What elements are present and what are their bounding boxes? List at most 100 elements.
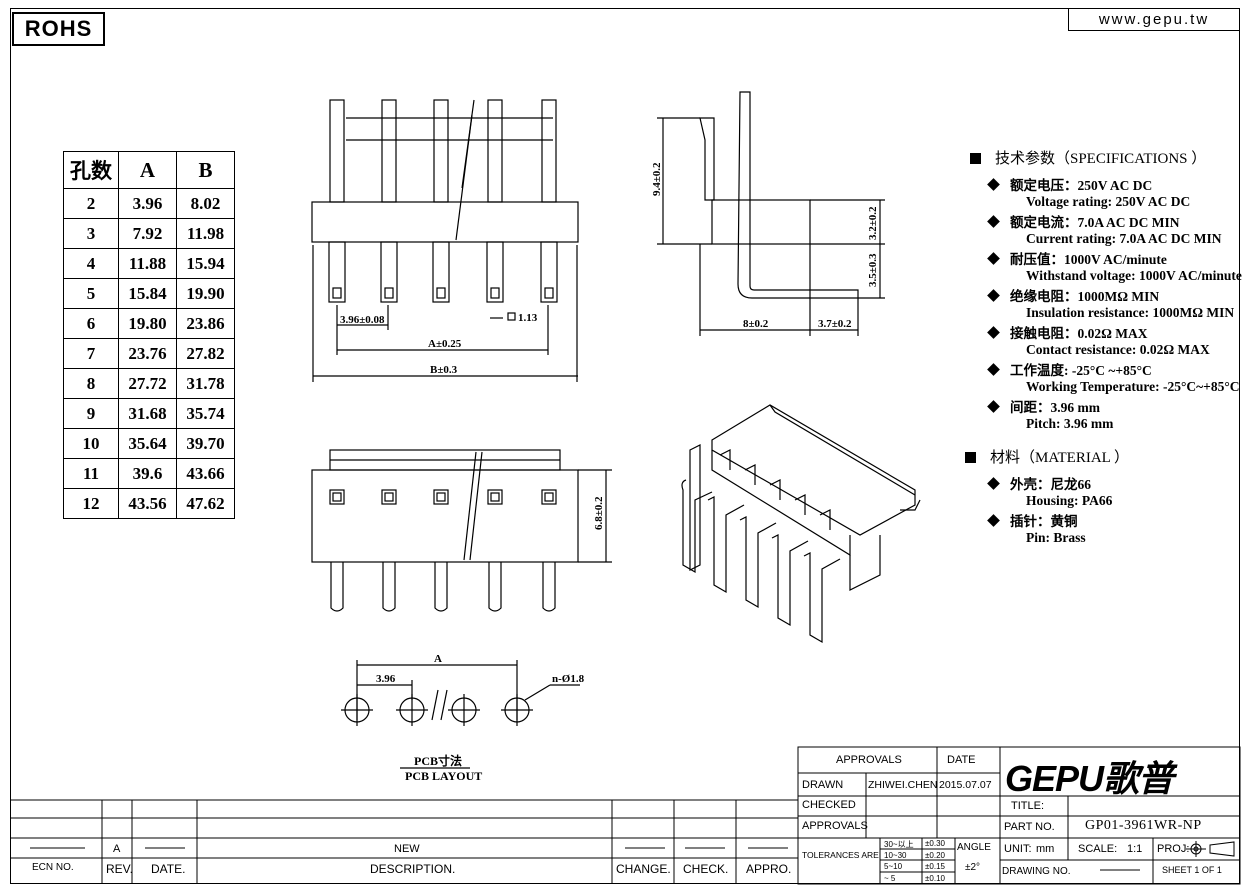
- leader-line: [524, 684, 551, 701]
- diamond-bullet-icon: [987, 289, 1000, 302]
- drawn-by: ZHIWEI.CHEN: [868, 779, 938, 791]
- table-cell: 11: [63, 458, 119, 489]
- revision-header: CHANGE.: [616, 862, 671, 876]
- side-latch: [699, 117, 715, 201]
- spec-item: 额定电流：7.0A AC DC MIN: [985, 211, 1242, 231]
- rohs-badge: ROHS: [12, 12, 105, 46]
- revision-header: CHECK.: [683, 862, 729, 876]
- break-line: [455, 114, 473, 241]
- tolerance-range: 5~10: [884, 862, 903, 871]
- approvals-header: APPROVALS: [836, 754, 902, 766]
- tolerance-range: ~ 5: [884, 873, 896, 883]
- table-cell: 27.82: [176, 338, 235, 369]
- tolerance-value: ±0.15: [925, 862, 945, 871]
- front-pin: [328, 99, 346, 303]
- pcb-dim-a: A: [434, 653, 442, 665]
- table-cell: 8.02: [176, 188, 235, 219]
- spec-item-en: Pitch: 3.96 mm: [1026, 416, 1114, 431]
- break-line: [463, 451, 477, 561]
- front-pin: [432, 99, 450, 303]
- spec-item: 额定电压：250V AC DC: [985, 174, 1242, 194]
- unit-value: mm: [1036, 843, 1055, 855]
- approvals-label: APPROVALS: [802, 820, 868, 832]
- pcb-dim-pitch: 3.96: [376, 673, 396, 685]
- bottom-pin: [329, 489, 345, 612]
- part-no-label: PART NO.: [1004, 821, 1055, 833]
- dim-height-94: 9.4±0.2: [651, 162, 663, 196]
- bottom-pin: [433, 489, 449, 612]
- housing-bottom: [311, 469, 579, 563]
- front-pin: [540, 99, 558, 303]
- table-cell: 7.92: [118, 218, 177, 249]
- spec-item: 接触电阻：0.02Ω MAX: [985, 322, 1242, 342]
- dim-width-8: 8±0.2: [743, 318, 769, 330]
- diamond-bullet-icon: [987, 400, 1000, 413]
- table-cell: 39.70: [176, 428, 235, 459]
- square-bullet-icon: [965, 452, 976, 463]
- angle-label: ANGLE: [957, 842, 991, 853]
- pcb-title-en: PCB LAYOUT: [405, 769, 482, 783]
- tolerance-range: 10~30: [884, 850, 907, 860]
- pcb-hole: [448, 694, 480, 726]
- spec-item-cn: 工作温度: -25°C ~+85°C: [1010, 363, 1152, 378]
- diamond-bullet-icon: [987, 477, 1000, 490]
- iso-view: [681, 404, 921, 644]
- description-value: NEW: [394, 843, 420, 855]
- table-cell: 23.76: [118, 338, 177, 369]
- table-cell: 4: [63, 248, 119, 279]
- break-line: [469, 451, 483, 561]
- revision-header: APPRO.: [746, 862, 792, 876]
- table-cell: 31.78: [176, 368, 235, 399]
- spec-item-en: Withstand voltage: 1000V AC/minute: [1026, 268, 1242, 283]
- diamond-bullet-icon: [987, 178, 1000, 191]
- diamond-bullet-icon: [987, 514, 1000, 527]
- spec-item-en: Contact resistance: 0.02Ω MAX: [1026, 342, 1210, 357]
- title-label: TITLE:: [1011, 800, 1045, 812]
- dim-height-35: 3.5±0.3: [867, 253, 879, 287]
- angle-value: ±2°: [965, 862, 981, 873]
- rev-value: A: [113, 843, 121, 855]
- revision-header: DATE.: [151, 862, 186, 876]
- table-header: A: [118, 151, 177, 189]
- table-cell: 3: [63, 218, 119, 249]
- date-header: DATE: [947, 754, 976, 766]
- break-line: [440, 689, 448, 721]
- part-number: GP01-3961WR-NP: [1085, 818, 1202, 833]
- spec-item: 耐压值：1000V AC/minute: [985, 248, 1242, 268]
- table-cell: 35.74: [176, 398, 235, 429]
- dim-pitch-label: 3.96±0.08: [340, 314, 385, 326]
- table-cell: 15.94: [176, 248, 235, 279]
- spec-item-en: Pin: Brass: [1026, 530, 1086, 545]
- spec-item-cn: 接触电阻：0.02Ω MAX: [1010, 326, 1148, 341]
- spec-item: 间距：3.96 mm: [985, 396, 1242, 416]
- table-cell: 10: [63, 428, 119, 459]
- projection-label: PROJ:: [1157, 843, 1190, 855]
- table-cell: 43.56: [118, 488, 177, 519]
- spec-item-en: Insulation resistance: 1000MΩ MIN: [1026, 305, 1235, 320]
- checked-label: CHECKED: [802, 799, 856, 811]
- dim-height-32: 3.2±0.2: [867, 206, 879, 240]
- sheet-label: SHEET 1 OF 1: [1162, 865, 1222, 875]
- tolerances-label: TOLERANCES ARE: [802, 850, 879, 860]
- drawn-label: DRAWN: [802, 779, 844, 791]
- diamond-bullet-icon: [987, 326, 1000, 339]
- material-title: 材料（MATERIAL ）: [990, 450, 1130, 466]
- drawing-frame: [10, 8, 1240, 884]
- table-cell: 47.62: [176, 488, 235, 519]
- website-label: www.gepu.tw: [1068, 8, 1240, 31]
- spec-item-cn: 绝缘电阻：1000MΩ MIN: [1010, 289, 1160, 304]
- unit-label: UNIT:: [1004, 843, 1032, 855]
- bottom-pin: [487, 489, 503, 612]
- revision-header: ECN NO.: [32, 862, 74, 873]
- table-cell: 12: [63, 488, 119, 519]
- bottom-pin: [541, 489, 557, 612]
- scale-label: SCALE:: [1078, 843, 1118, 855]
- revision-header: DESCRIPTION.: [370, 862, 456, 876]
